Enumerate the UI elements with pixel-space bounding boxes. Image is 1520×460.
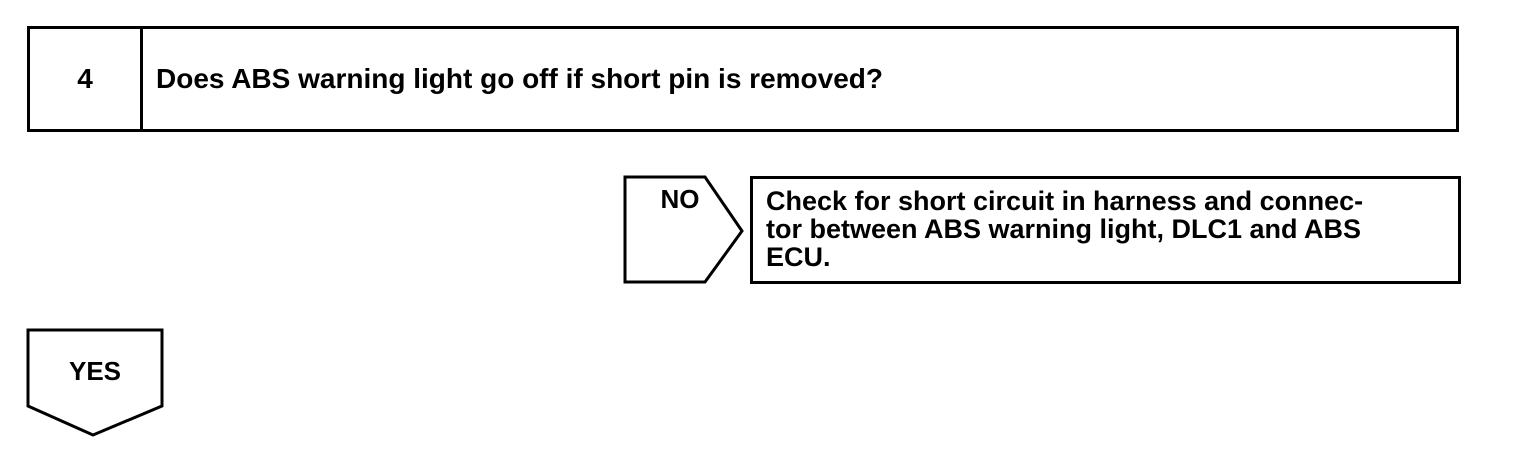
step-box: 4 Does ABS warning light go off if short… [27, 26, 1459, 132]
no-action-line-1: Check for short circuit in harness and c… [766, 186, 1364, 216]
yes-arrow-shape [26, 328, 164, 437]
step-question: Does ABS warning light go off if short p… [156, 63, 883, 94]
no-label: NO [660, 184, 700, 214]
yes-label: YES [68, 356, 122, 386]
no-action-box: Check for short circuit in harness and c… [750, 176, 1461, 284]
no-action-line-3: ECU. [766, 242, 831, 272]
no-arrow-shape [623, 175, 744, 284]
step-number: 4 [30, 29, 143, 129]
no-action-line-2: tor between ABS warning light, DLC1 and … [766, 214, 1362, 244]
